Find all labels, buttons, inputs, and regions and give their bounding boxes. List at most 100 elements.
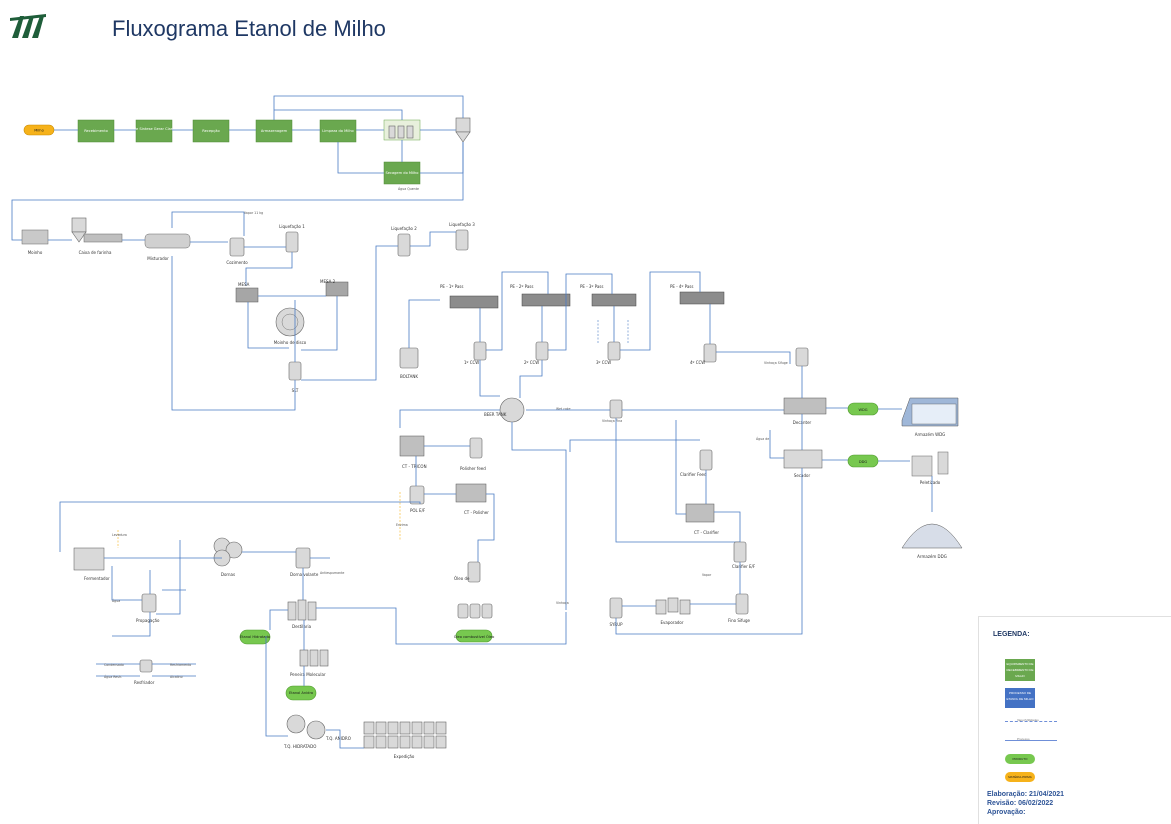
agua-resfr-label: Água Resfr. xyxy=(104,674,122,679)
tq-anidro-tank xyxy=(306,720,326,740)
fino-sifuge-label: Fino Sifuge xyxy=(728,618,751,623)
moinho-disco-icon xyxy=(275,307,305,337)
propagacao-tank xyxy=(141,593,157,613)
vinhaca-sifuge-label: Vinhaça Sifuge xyxy=(764,361,788,365)
mesa1-label: MESA xyxy=(238,282,250,287)
liquefacao1-label: Liquefação 1 xyxy=(279,224,305,229)
legend-solid-label: Processo xyxy=(1017,737,1030,741)
vinhaca-sifuge-tank xyxy=(795,347,809,367)
fino-sifuge-tank xyxy=(735,593,749,615)
fermentador-icon xyxy=(73,547,105,571)
tq-oleo-group xyxy=(457,603,493,619)
wetcake-label: Wet cake xyxy=(556,407,571,411)
step-recepcao-label: Recepção xyxy=(202,129,219,133)
polisher-feed-label: Polisher feed xyxy=(460,466,486,471)
ct-clarifier-icon xyxy=(685,503,715,523)
silos-icon xyxy=(383,119,421,141)
peneira-label: Peneira Molecular xyxy=(290,672,326,677)
step-recebimento-label: Recebimento xyxy=(84,129,108,133)
legend-panel: LEGENDA: EQUIPAMENTO DE RECEBIMENTO DE M… xyxy=(978,616,1171,824)
step-analise-label: Análise de Sintese Gerar Classificação xyxy=(120,127,189,131)
wetcake-tank xyxy=(609,399,623,419)
vapor-label: Vapor xyxy=(702,573,712,577)
step-limpeza-label: Limpeza do Milho xyxy=(322,129,353,133)
clarifier-ef-label: Clarifier E/F xyxy=(732,564,756,569)
legend-materia-prima-pill: MATÉRIA-PRIMA xyxy=(1005,772,1035,782)
armazem-wdg-label: Armazém WDG xyxy=(915,432,946,437)
liquefacao2-tank xyxy=(397,233,411,257)
slt-tank xyxy=(288,361,302,381)
destilaria-group xyxy=(287,599,317,621)
agua-quente-label: Água Quente xyxy=(398,186,419,191)
ccw2-tank xyxy=(535,341,549,361)
pe2-label: PE - 2º Pass xyxy=(510,284,533,289)
enzima-label: Enzima xyxy=(396,523,408,527)
pol-ef-label: POL E/F xyxy=(410,508,426,513)
tq-hidratado-label: T.Q. HIDRATADO xyxy=(283,744,316,749)
ccw1-label: 1º CCW xyxy=(464,360,479,365)
misturador-label: Misturador xyxy=(147,256,169,261)
expedicao-label: Expedição xyxy=(394,754,415,759)
resfriamento-label: Resfriamento xyxy=(170,663,191,667)
moinho-icon xyxy=(21,229,49,245)
pe1-group xyxy=(449,295,499,309)
syrup-tank xyxy=(609,597,623,619)
clarifier-feed-tank xyxy=(699,449,713,471)
legend-produto-pill: PRODUTO xyxy=(1005,754,1035,764)
legend-green-box: EQUIPAMENTO DE RECEBIMENTO DE MILHO xyxy=(1005,659,1035,681)
fermentador-label: Fermentador xyxy=(84,576,110,581)
dorna-volante-label: Dorna volante xyxy=(290,572,319,577)
meta-elaboracao: Elaboração: 21/04/2021 xyxy=(987,791,1065,798)
ct-polisher-icon xyxy=(455,483,487,503)
legend-title: LEGENDA: xyxy=(993,631,1030,638)
dornas-label: Dornas xyxy=(221,572,235,577)
liquefacao1-tank xyxy=(285,231,299,253)
mesa2-label: MESA 2 xyxy=(320,279,336,284)
mesa1-icon xyxy=(235,287,259,303)
condensado-label: Condensado xyxy=(104,663,124,667)
step-recepcao xyxy=(192,119,230,143)
levedura-label: Levedura xyxy=(112,533,127,537)
milho-label: Milho xyxy=(34,129,44,133)
oleo-tank xyxy=(467,561,481,583)
liquefacao3-tank xyxy=(455,229,469,251)
liquefacao3-label: Liquefação 3 xyxy=(449,222,475,227)
meta-aprovacao: Aprovação: xyxy=(987,809,1026,816)
alcalino-label: Alcalino xyxy=(170,675,183,679)
misturador-icon xyxy=(144,233,191,249)
wdg-label: WDG xyxy=(858,408,867,412)
tq-anidro-label: T.Q. ANIDRO xyxy=(325,736,351,741)
step-recebimento xyxy=(77,119,115,143)
caixa-farinha-icon xyxy=(71,217,123,243)
ccw3-label: 3º CCW xyxy=(596,360,611,365)
dornas-group xyxy=(213,537,243,567)
cozimento-tank xyxy=(229,237,245,257)
ccw3-tank xyxy=(607,341,621,361)
peletizado-icon xyxy=(911,451,949,477)
clarifier-ef-tank xyxy=(733,541,747,563)
evaporador-label: Evaporador xyxy=(660,620,683,625)
expedicao-group xyxy=(363,721,447,749)
cozimento-label: Cozimento xyxy=(226,260,248,265)
resfriador-icon xyxy=(139,659,153,673)
boltank-label: BOLTANK xyxy=(400,374,418,379)
ct-tricanter-label: CT - TRICON xyxy=(402,464,427,469)
destilaria-label: Destilaria xyxy=(292,624,312,629)
oleo-pill-label: Óleo combustível Óleo xyxy=(454,634,495,639)
decanter-icon xyxy=(783,397,827,415)
ct-clarifier-label: CT - Clarifier xyxy=(694,530,719,535)
armazem-wdg-icon xyxy=(901,397,959,427)
ddg-label: DDG xyxy=(859,460,868,464)
moinho-disco-label: Moinho de disco xyxy=(274,340,307,345)
ccw1-tank xyxy=(473,341,487,361)
clarifier-feed-label: Clarifier Feed xyxy=(680,472,707,477)
etanol-hidratado-pill xyxy=(239,629,271,645)
liquefacao2-label: Liquefação 2 xyxy=(391,226,417,231)
evaporador-group xyxy=(655,597,691,615)
page-title: Fluxograma Etanol de Milho xyxy=(112,16,386,41)
oleo-pill xyxy=(455,629,493,643)
ccw2-label: 2º CCW xyxy=(524,360,539,365)
legend-dashed-label: Vapor/Utilidades xyxy=(1017,718,1039,722)
pe2-group xyxy=(521,293,571,307)
